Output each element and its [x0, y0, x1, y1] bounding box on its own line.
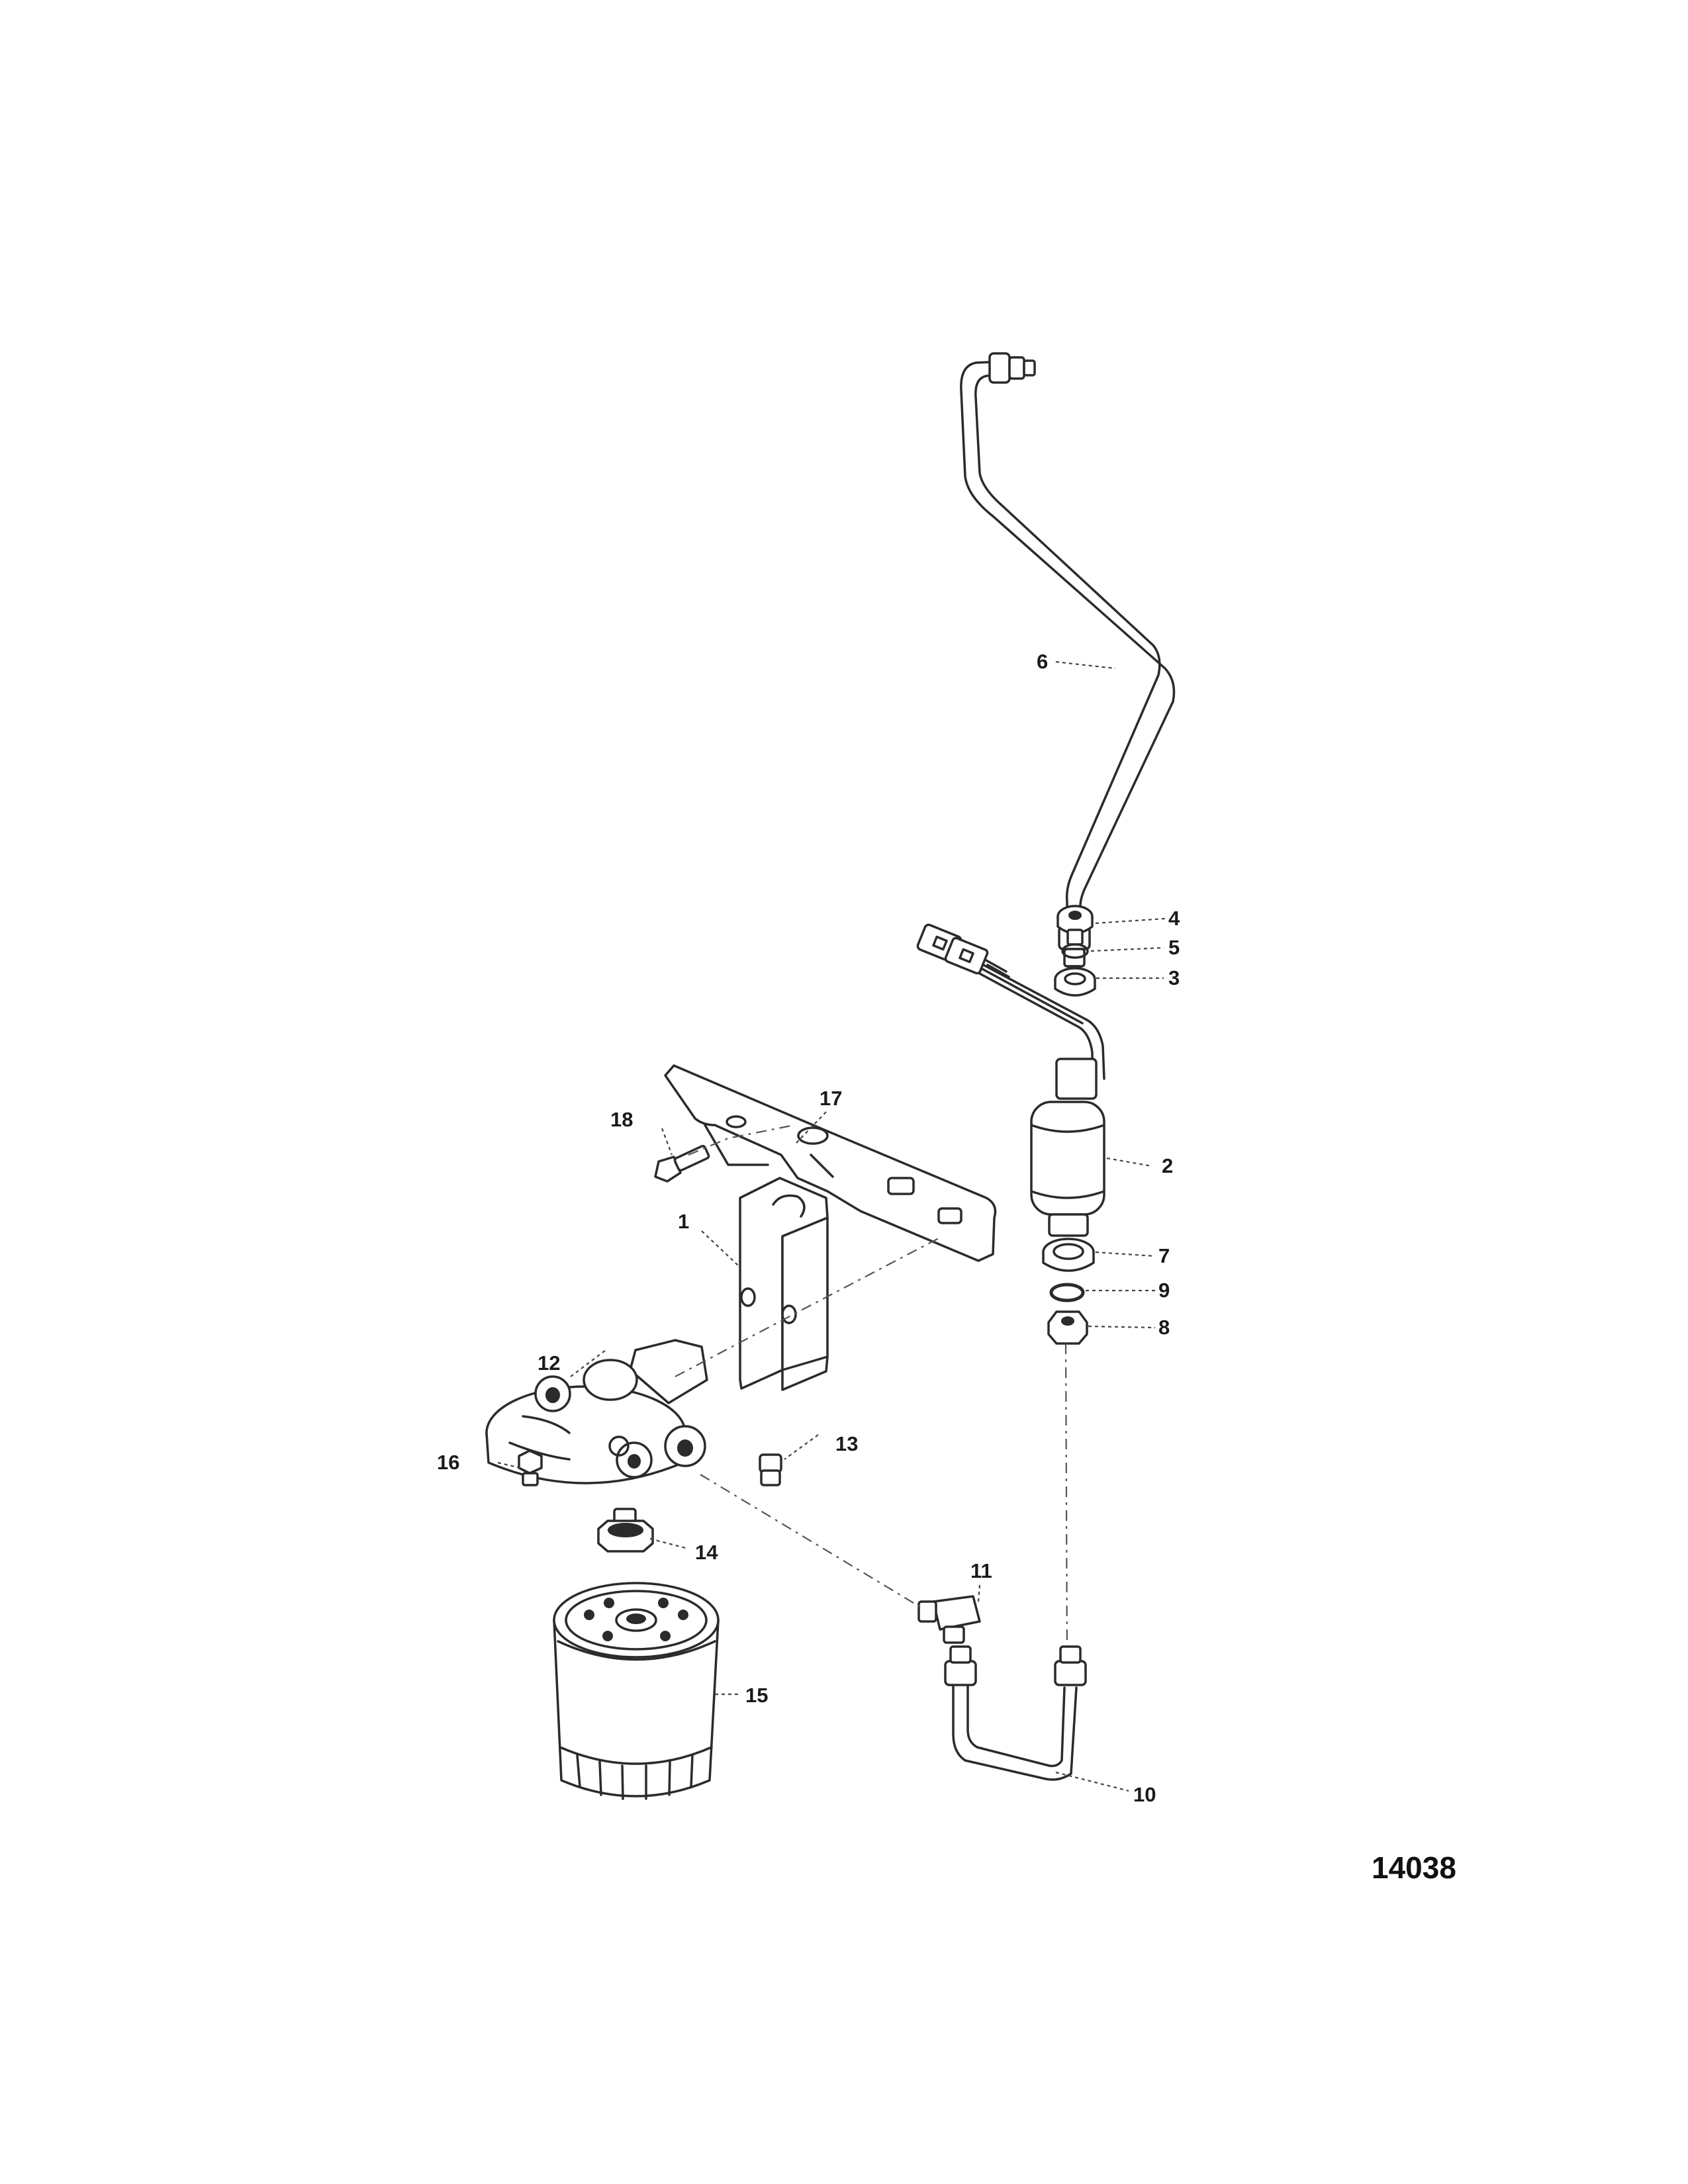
lower-fuel-line: [944, 1645, 1087, 1781]
callout-17: 17: [820, 1087, 842, 1110]
sealing-washer: [1049, 1283, 1085, 1302]
callout-10: 10: [1133, 1783, 1156, 1806]
head-to-elbow-line: [700, 1474, 921, 1608]
callout-5: 5: [1168, 936, 1180, 959]
mounting-bolt: [654, 1144, 710, 1183]
bolt-alignment-line: [688, 1124, 795, 1156]
fuel-filter-canister: [553, 1582, 720, 1800]
filter-bracket: [739, 1177, 829, 1391]
electric-fuel-pump: [1030, 1058, 1105, 1237]
filter-adapter: [597, 1508, 654, 1553]
mounting-plate: [664, 1064, 997, 1262]
callout-8: 8: [1158, 1316, 1170, 1339]
callout-4: 4: [1168, 907, 1180, 930]
figure-id: 14038: [1372, 1850, 1456, 1885]
callout-labels: 6 4 5 3 2 7 9 8 10 11 12 1 17 18 13 16 1…: [437, 650, 1180, 1806]
pump-outlet-fitting: [1042, 1238, 1095, 1272]
inlet-hex-fitting: [1047, 1310, 1088, 1345]
callout-13: 13: [835, 1432, 858, 1455]
callout-6: 6: [1037, 650, 1048, 673]
o-ring-small: [1061, 943, 1089, 959]
union-fitting: [1056, 905, 1094, 946]
pump-center-line: [1064, 1343, 1068, 1662]
hex-nut: [1054, 967, 1096, 997]
callout-2: 2: [1162, 1154, 1173, 1177]
upper-fuel-line: [960, 352, 1176, 981]
callout-1: 1: [678, 1210, 689, 1233]
callout-3: 3: [1168, 966, 1180, 989]
callout-18: 18: [610, 1108, 633, 1131]
elbow-fitting: [917, 1595, 981, 1644]
head-port-plug: [759, 1453, 782, 1486]
callout-11: 11: [970, 1559, 992, 1582]
callout-15: 15: [745, 1684, 768, 1707]
callout-9: 9: [1158, 1279, 1170, 1302]
pump-wire-harness: [916, 923, 1105, 1080]
callout-14: 14: [695, 1541, 718, 1564]
callout-12: 12: [538, 1351, 560, 1375]
callout-7: 7: [1158, 1244, 1170, 1267]
plate-to-head-line: [675, 1237, 941, 1377]
callout-16: 16: [437, 1451, 459, 1474]
bleed-plug: [518, 1449, 543, 1486]
leader-lines: [497, 660, 1166, 1792]
